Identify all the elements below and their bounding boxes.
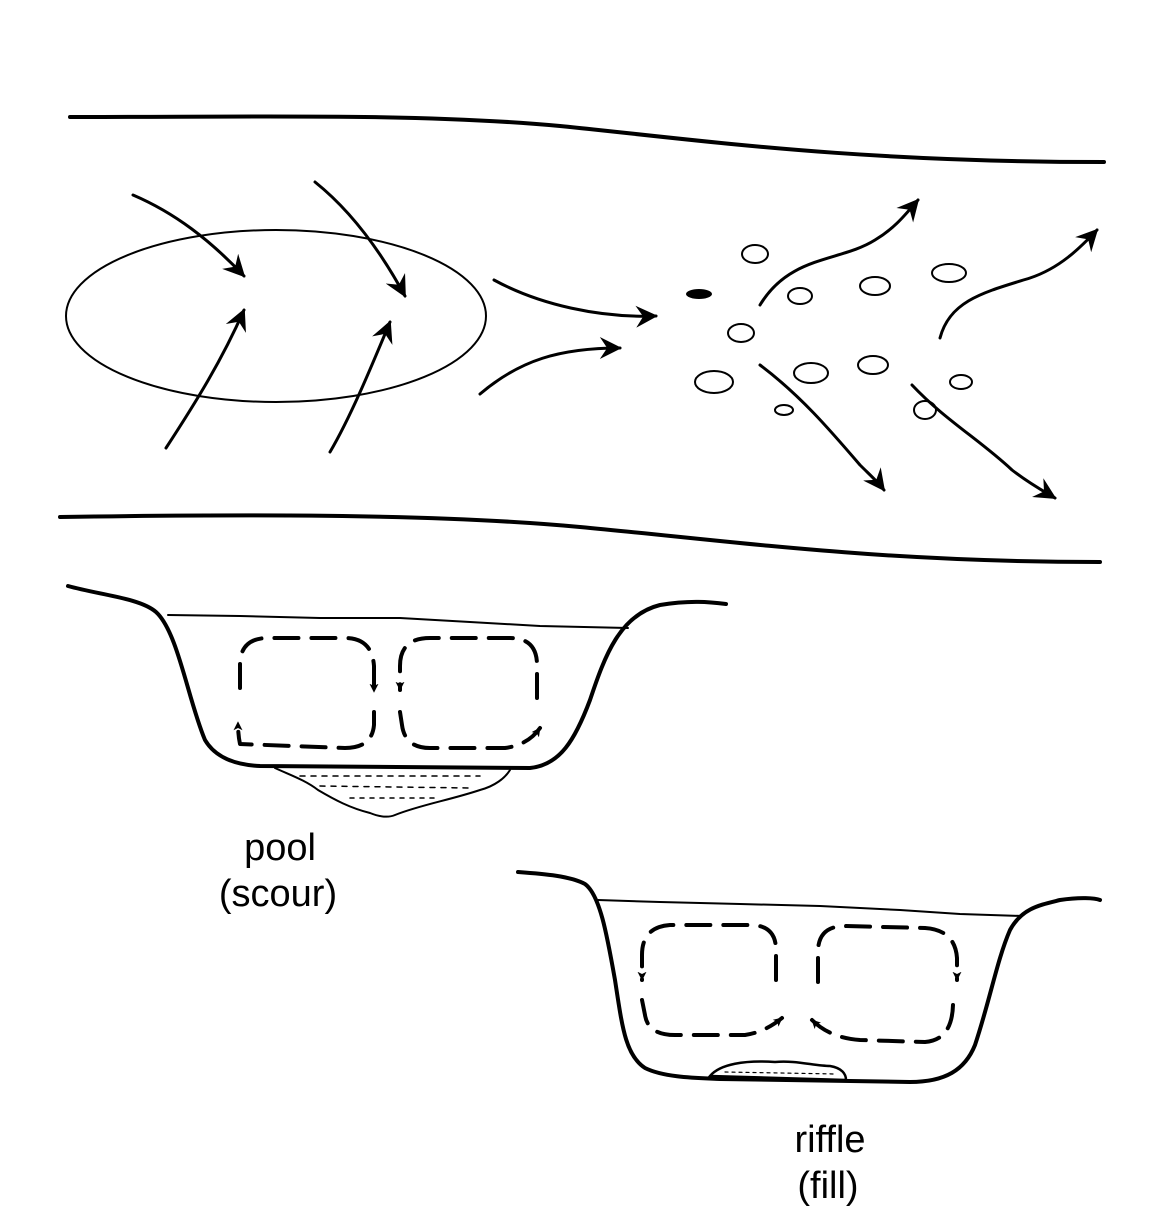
gravel-clast [787,287,813,305]
pool-water-surface [167,614,629,629]
plan-view [58,114,1106,564]
riffle-channel-bed [516,870,1102,1084]
diverging-flow-arrow [938,228,1099,340]
gravel-clast [859,276,891,296]
gravel-clast [793,362,829,384]
pool-label: pool [244,827,316,869]
pool-scour-sediment [274,767,511,818]
riffle-caption: (fill) [797,1165,859,1207]
gravel-clast [741,244,769,264]
lower-bank-line [58,513,1102,564]
pool-circulation-cell-left [238,636,379,694]
outflow-arrow [492,278,658,328]
riffle-cross-section [516,870,1102,1084]
pool-outline [65,229,487,403]
gravel-clast [949,374,973,390]
pool-caption: (scour) [218,873,338,915]
converging-flow-arrow [328,320,393,454]
gravel-clast [686,289,712,299]
upper-bank-line [68,114,1106,164]
diverging-flow-arrow [758,363,886,492]
riffle-gravel-fill [707,1060,848,1082]
gravel-clast [931,263,967,283]
riffle-water-surface [597,899,1023,917]
pool-cross-section [66,584,728,818]
pool-channel-bed [66,584,728,770]
riffle-circulation-cell-right [816,924,962,984]
diverging-flow-arrow [758,198,920,307]
riffle-circulation-cell-left [637,923,778,982]
riffle-label: riffle [794,1119,866,1161]
converging-flow-arrow [164,308,246,450]
gravel-clast [857,355,889,375]
gravel-clast [727,323,755,343]
pool-circulation-cell-right [395,636,539,700]
gravel-clast [774,404,794,416]
diverging-flow-arrow [910,383,1057,500]
converging-flow-arrow [131,193,246,278]
outflow-arrow [478,337,622,396]
gravel-clast [694,370,734,394]
gravel-clast [913,400,937,420]
converging-flow-arrow [313,180,407,298]
